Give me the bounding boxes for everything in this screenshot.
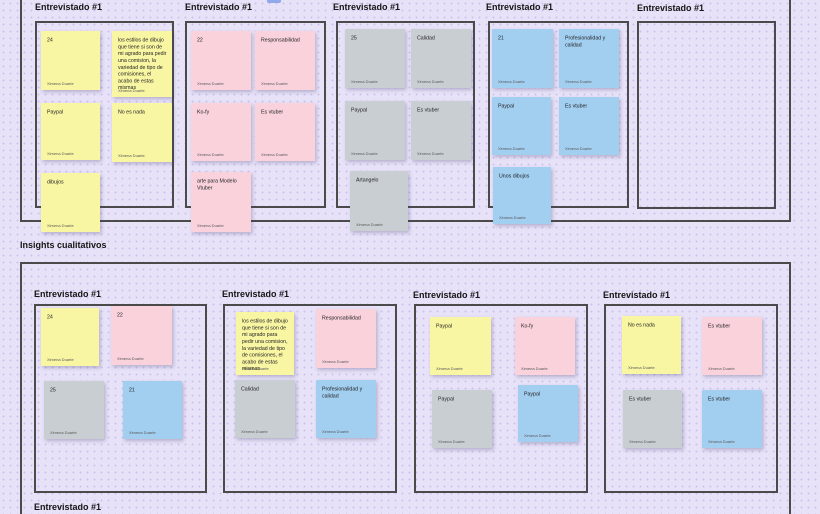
sticky-note[interactable]: los estilos de dibujo que tiene si son d… [112,31,172,97]
panel-title-insights-5: Entrevistado #1 [34,502,102,512]
sticky-note[interactable]: 22 Ximena Duarte [191,31,251,90]
note-author: Ximena Duarte [629,439,656,445]
sticky-note[interactable]: No es nada Ximena Duarte [622,316,681,374]
sticky-note[interactable]: Profesionalidad y calidad Ximena Duarte [316,380,376,438]
sticky-note[interactable]: Calidad Ximena Duarte [411,29,471,88]
note-author: Ximena Duarte [118,153,145,159]
panel-title-insights-4: Entrevistado #1 [603,290,671,300]
panel-title-top-4: Entrevistado #1 [486,2,554,12]
sticky-note[interactable]: Profesionalidad y calidad Ximena Duarte [559,29,619,88]
collaborator-indicator [267,0,281,3]
note-author: Ximena Duarte [322,359,349,365]
sticky-note[interactable]: 22 Ximena Duarte [111,306,172,365]
panel-title-top-3: Entrevistado #1 [333,2,401,12]
note-author: Ximena Duarte [356,222,383,228]
note-author: Ximena Duarte [708,439,735,445]
panel-frame-insights-2[interactable] [223,304,397,493]
note-author: Ximena Duarte [261,152,288,158]
note-author: Ximena Duarte [322,429,349,435]
panel-frame-top-1[interactable] [35,21,174,208]
sticky-note[interactable]: los estilos de dibujo que tiene si son d… [236,312,294,375]
panel-frame-insights-3[interactable] [414,304,588,493]
frame-insights-section[interactable] [20,262,791,514]
note-author: Ximena Duarte [565,146,592,152]
note-author: Ximena Duarte [241,429,268,435]
sticky-note[interactable]: Es vtuber Ximena Duarte [702,317,762,375]
note-author: Ximena Duarte [438,439,465,445]
note-author: Ximena Duarte [117,356,144,362]
insights-heading: Insights cualitativos [20,240,107,250]
sticky-note[interactable]: 25 Ximena Duarte [345,29,405,88]
panel-frame-top-2[interactable] [185,21,326,208]
panel-title-insights-1: Entrevistado #1 [34,289,102,299]
panel-frame-insights-4[interactable] [604,304,778,493]
note-author: Ximena Duarte [50,430,77,436]
note-author: Ximena Duarte [351,151,378,157]
note-author: Ximena Duarte [524,433,551,439]
note-author: Ximena Duarte [197,223,224,229]
note-author: Ximena Duarte [47,151,74,157]
sticky-note[interactable]: 24 Ximena Duarte [41,308,99,366]
note-author: Ximena Duarte [417,79,444,85]
panel-title-top-1: Entrevistado #1 [35,2,103,12]
note-author: Ximena Duarte [498,146,525,152]
sticky-note[interactable]: Paypal Ximena Duarte [430,317,491,375]
note-author: Ximena Duarte [628,365,655,371]
note-author: Ximena Duarte [47,81,74,87]
sticky-note[interactable]: Calidad Ximena Duarte [235,380,295,438]
sticky-note[interactable]: Es vtuber Ximena Duarte [623,390,682,448]
sticky-note[interactable]: Paypal Ximena Duarte [432,390,492,448]
sticky-note[interactable]: Es vtuber Ximena Duarte [559,97,619,155]
sticky-note[interactable]: Paypal Ximena Duarte [345,101,405,160]
panel-frame-top-5[interactable] [637,21,776,209]
note-author: Ximena Duarte [351,79,378,85]
sticky-note[interactable]: arte para Modelo Vtuber Ximena Duarte [191,172,251,232]
panel-title-top-2: Entrevistado #1 [185,2,253,12]
note-author: Ximena Duarte [129,430,156,436]
sticky-note[interactable]: 25 Ximena Duarte [44,381,104,439]
note-author: Ximena Duarte [197,81,224,87]
sticky-note[interactable]: Unos dibujos Ximena Duarte [493,167,551,224]
sticky-note[interactable]: Artangelo Ximena Duarte [350,171,408,231]
note-author: Ximena Duarte [242,366,269,372]
sticky-note[interactable]: 24 Ximena Duarte [41,31,100,90]
sticky-note[interactable]: Ko-fy Ximena Duarte [515,317,575,375]
panel-frame-insights-1[interactable] [34,304,207,493]
sticky-note[interactable]: 21 Ximena Duarte [492,29,553,88]
sticky-note[interactable]: Ko-fy Ximena Duarte [191,103,251,161]
panel-title-insights-2: Entrevistado #1 [222,289,290,299]
note-author: Ximena Duarte [417,151,444,157]
note-author: Ximena Duarte [436,366,463,372]
sticky-note[interactable]: Es vtuber Ximena Duarte [255,103,315,161]
note-author: Ximena Duarte [521,366,548,372]
panel-title-top-5: Entrevistado #1 [637,3,705,13]
sticky-note[interactable]: Paypal Ximena Duarte [492,97,551,155]
sticky-note[interactable]: Paypal Ximena Duarte [41,103,100,160]
note-author: Ximena Duarte [498,79,525,85]
sticky-note[interactable]: Es vtuber Ximena Duarte [702,390,762,448]
note-author: Ximena Duarte [47,223,74,229]
panel-frame-top-4[interactable] [488,21,629,208]
note-author: Ximena Duarte [47,357,74,363]
sticky-note[interactable]: Responsabilidad Ximena Duarte [255,31,315,90]
sticky-note[interactable]: 21 Ximena Duarte [123,381,182,439]
sticky-note[interactable]: Responsabilidad Ximena Duarte [316,309,376,368]
sticky-note[interactable]: dibujos Ximena Duarte [41,173,100,232]
panel-title-insights-3: Entrevistado #1 [413,290,481,300]
note-author: Ximena Duarte [197,152,224,158]
sticky-note[interactable]: Es vtuber Ximena Duarte [411,101,471,160]
note-author: Ximena Duarte [118,88,145,94]
note-author: Ximena Duarte [499,215,526,221]
sticky-note[interactable]: No es nada Ximena Duarte [112,103,172,162]
sticky-note[interactable]: Paypal Ximena Duarte [518,385,578,442]
note-author: Ximena Duarte [261,81,288,87]
note-author: Ximena Duarte [708,366,735,372]
note-author: Ximena Duarte [565,79,592,85]
